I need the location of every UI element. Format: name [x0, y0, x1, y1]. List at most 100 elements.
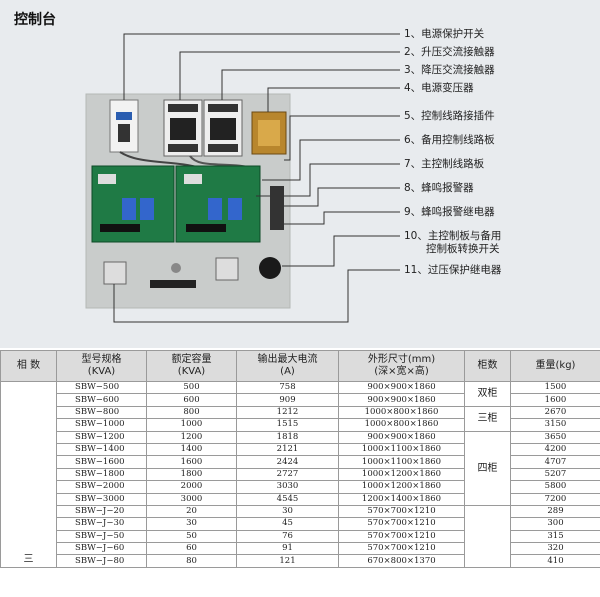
selector-switch: [171, 263, 181, 273]
callout-leaders: [113, 33, 400, 323]
table-row: SBW−2000 2000 3030 1000×1200×1860 5800: [1, 480, 600, 494]
contactor-boost: [163, 99, 203, 157]
table-row: SBW−1600 1600 2424 1000×1100×1860 4707: [1, 455, 600, 469]
cell-current: 4545: [236, 492, 339, 506]
cell-current: 758: [236, 380, 339, 395]
cell-capacity: 30: [146, 517, 237, 531]
cell-weight: 4200: [510, 442, 600, 457]
cell-current: 3030: [236, 480, 339, 494]
spec-table-wrapper: 相 数 型号规格(KVA) 额定容量(KVA) 输出最大电流(A) 外形尺寸(m…: [0, 350, 600, 597]
terminal-strip: [150, 280, 196, 288]
cell-current: 76: [236, 529, 339, 544]
callout-10b: 控制板转换开关: [426, 243, 500, 255]
cell-size: 900×900×1860: [338, 430, 465, 444]
table-header-row: 相 数 型号规格(KVA) 额定容量(KVA) 输出最大电流(A) 外形尺寸(m…: [0, 350, 600, 382]
cell-capacity: 1600: [146, 455, 237, 469]
cell-current: 30: [236, 504, 339, 519]
cell-model: SBW−J−20: [56, 504, 147, 519]
spec-table: 相 数 型号规格(KVA) 额定容量(KVA) 输出最大电流(A) 外形尺寸(m…: [0, 350, 600, 568]
cell-weight: 3150: [510, 418, 600, 432]
table-row: SBW−800 800 1212 1000×800×1860 三柜 2670: [1, 405, 600, 432]
table-row: 三 SBW−500 500 758 900×900×1860 双柜 1500: [0, 380, 600, 568]
buzzer: [270, 186, 284, 230]
cell-current: 909: [236, 393, 339, 407]
callout-9: 9、蜂鸣报警继电器: [404, 206, 495, 218]
cell-weight: 289: [510, 504, 600, 519]
table-row: SBW−J−80 80 121 670×800×1370 410: [1, 554, 600, 568]
alarm-buzzer: [259, 257, 281, 279]
cell-capacity: 1800: [146, 467, 237, 482]
cell-capacity: 1200: [146, 430, 237, 444]
cell-model: SBW−3000: [56, 492, 147, 506]
cell-weight: 4707: [510, 455, 600, 469]
cabinet-cell: 三柜: [464, 405, 511, 432]
cell-size: 1000×800×1860: [338, 418, 465, 432]
callout-2: 2、升压交流接触器: [404, 46, 495, 58]
cell-weight: 320: [510, 542, 600, 556]
cell-size: 1000×1200×1860: [338, 467, 465, 482]
control-panel-photo: [85, 33, 400, 323]
cell-capacity: 800: [146, 405, 237, 420]
header-size: 外形尺寸(mm)(深×宽×高): [338, 350, 465, 382]
callout-3: 3、降压交流接触器: [404, 64, 495, 76]
table-row: SBW−J−20 20 30 570×700×1210 289: [1, 504, 600, 568]
cell-weight: 5207: [510, 467, 600, 482]
cell-model: SBW−2000: [56, 480, 147, 494]
cell-model: SBW−1200: [56, 430, 147, 444]
table-row: SBW−3000 3000 4545 1200×1400×1860 7200: [1, 492, 600, 506]
breaker-switch: [109, 99, 139, 153]
cell-current: 91: [236, 542, 339, 556]
cell-current: 1515: [236, 418, 339, 432]
page-title: 控制台: [14, 12, 56, 28]
cabinet-cell-empty: [464, 504, 511, 568]
cell-size: 1000×1100×1860: [338, 455, 465, 469]
cell-weight: 315: [510, 529, 600, 544]
cell-current: 45: [236, 517, 339, 531]
cabinet-cell: 四柜: [464, 430, 511, 506]
header-current: 输出最大电流(A): [236, 350, 339, 382]
header-model: 型号规格(KVA): [56, 350, 147, 382]
cell-size: 1000×800×1860: [338, 405, 465, 420]
callout-10a: 10、主控制板与备用: [404, 230, 502, 242]
table-row: SBW−J−50 50 76 570×700×1210 315: [1, 529, 600, 544]
cell-capacity: 2000: [146, 480, 237, 494]
table-row: SBW−1800 1800 2727 1000×1200×1860 5207: [1, 467, 600, 482]
cell-size: 570×700×1210: [338, 517, 465, 531]
cell-size: 570×700×1210: [338, 504, 465, 519]
cell-size: 670×800×1370: [338, 554, 465, 568]
callout-6: 6、备用控制线路板: [404, 134, 495, 146]
cell-weight: 1600: [510, 393, 600, 407]
cell-model: SBW−J−30: [56, 517, 147, 531]
cell-capacity: 1000: [146, 418, 237, 432]
header-weight: 重量(kg): [510, 350, 600, 382]
cell-current: 2424: [236, 455, 339, 469]
cell-model: SBW−1800: [56, 467, 147, 482]
cabinet-cell: 双柜: [464, 381, 511, 407]
cell-model: SBW−J−80: [56, 554, 147, 568]
callout-1: 1、电源保护开关: [404, 28, 485, 40]
cell-model: SBW−1000: [56, 418, 147, 432]
cell-model: SBW−1600: [56, 455, 147, 469]
cell-current: 2727: [236, 467, 339, 482]
cell-capacity: 3000: [146, 492, 237, 506]
cell-model: SBW−J−60: [56, 542, 147, 556]
cell-size: 900×900×1860: [338, 393, 465, 407]
cell-capacity: 600: [146, 393, 237, 407]
cell-model: SBW−600: [56, 393, 147, 407]
overvoltage-relay: [215, 257, 239, 281]
callout-5: 5、控制线路接插件: [404, 110, 495, 122]
cell-weight: 300: [510, 517, 600, 531]
control-panel-figure: 控制台: [0, 0, 600, 348]
table-row: SBW−600 600 909 900×900×1860 1600: [1, 393, 600, 407]
table-row: SBW−1000 1000 1515 1000×800×1860 3150: [1, 418, 600, 432]
header-phase: 相 数: [0, 350, 57, 382]
cell-weight: 410: [510, 554, 600, 568]
cell-current: 1818: [236, 430, 339, 444]
cell-model: SBW−800: [56, 405, 147, 420]
cell-capacity: 80: [146, 554, 237, 568]
cell-weight: 7200: [510, 492, 600, 506]
cell-current: 2121: [236, 442, 339, 457]
cell-model: SBW−500: [56, 380, 147, 395]
callout-8: 8、蜂鸣报警器: [404, 182, 474, 194]
table-row: SBW−J−30 30 45 570×700×1210 300: [1, 517, 600, 531]
